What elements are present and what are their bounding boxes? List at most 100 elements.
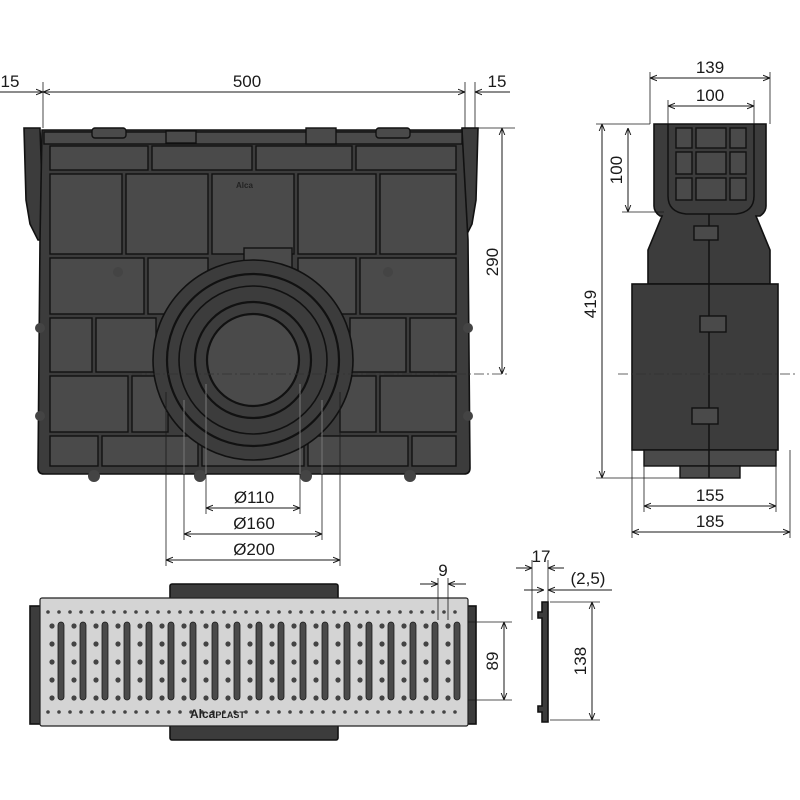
grate-edge-hole <box>178 710 182 714</box>
side-u-channel <box>667 124 755 215</box>
grate-edge-hole <box>123 710 127 714</box>
grate-hole <box>93 659 99 665</box>
grate-hole <box>269 641 275 647</box>
grate-edge-hole <box>365 610 369 614</box>
grate-hole <box>445 695 451 701</box>
dim-bottom-outer-185: 185 <box>696 512 724 531</box>
grate-hole <box>401 677 407 683</box>
brick <box>297 173 377 255</box>
brick <box>151 145 253 171</box>
side-cell <box>695 151 727 175</box>
grate-edge-hole <box>354 610 358 614</box>
dim-bottom-inner-155: 155 <box>696 486 724 505</box>
grate-hole <box>401 641 407 647</box>
grate-slot <box>167 621 175 701</box>
grate-edge-hole <box>398 610 402 614</box>
grate-hole <box>181 695 187 701</box>
grate-edge-hole <box>189 710 193 714</box>
grate-hole <box>269 677 275 683</box>
dim-width-138: 138 <box>571 647 590 675</box>
grate-hole <box>225 641 231 647</box>
grate-hole <box>93 623 99 629</box>
grate-hole <box>313 641 319 647</box>
brick <box>211 173 295 255</box>
grate-hole <box>159 659 165 665</box>
grate-hole <box>137 695 143 701</box>
grate-hole <box>379 659 385 665</box>
grate-edge-hole <box>420 610 424 614</box>
grate-hole <box>357 659 363 665</box>
top-rim <box>43 131 463 145</box>
foot <box>300 470 312 482</box>
grate-hole <box>203 659 209 665</box>
grate-hole <box>225 623 231 629</box>
front-view: 15 500 15 Alca <box>0 72 515 566</box>
grate-edge-hole <box>442 710 446 714</box>
brick <box>101 435 199 467</box>
brick <box>49 317 93 373</box>
dim-slot-gap-9: 9 <box>438 561 447 580</box>
side-cell <box>729 177 747 201</box>
grate-edge-hole <box>354 710 358 714</box>
left-flange <box>23 127 45 241</box>
side-cell <box>729 127 747 149</box>
grate-hole <box>357 641 363 647</box>
grate-edge-hole <box>376 710 380 714</box>
grate-edge-hole <box>376 610 380 614</box>
dim-total-height-419: 419 <box>581 290 600 318</box>
dim-slot-height-89: 89 <box>483 652 502 671</box>
brick <box>95 317 157 373</box>
side-bump <box>35 411 45 421</box>
grate-edge-hole <box>79 710 83 714</box>
grate-hole <box>445 623 451 629</box>
grate-edge-hole <box>321 610 325 614</box>
brick <box>355 145 457 171</box>
dim-sheet-2-5: (2,5) <box>571 569 606 588</box>
grate-edge-hole <box>277 710 281 714</box>
grate-hole <box>203 641 209 647</box>
side-cell <box>729 151 747 175</box>
grate-edge-hole <box>244 610 248 614</box>
grate-edge-hole <box>255 610 259 614</box>
grate-edge-hole <box>288 610 292 614</box>
grate-hole <box>71 659 77 665</box>
grate-hole <box>291 677 297 683</box>
grate-edge-hole <box>299 710 303 714</box>
grate-hole <box>93 695 99 701</box>
grate-edge-hole <box>266 710 270 714</box>
grate-edge-hole <box>310 710 314 714</box>
grate-edge-hole <box>101 610 105 614</box>
grate-edge-hole <box>387 610 391 614</box>
grate-edge-hole <box>90 610 94 614</box>
grate-hole <box>357 695 363 701</box>
grate-edge-hole <box>200 710 204 714</box>
grate-hole <box>379 677 385 683</box>
side-bump <box>463 411 473 421</box>
grate-hole <box>225 677 231 683</box>
grate-edge-hole <box>112 710 116 714</box>
grate-edge-hole <box>332 610 336 614</box>
grate-edge-hole <box>255 710 259 714</box>
grate-hole <box>313 695 319 701</box>
brick <box>379 375 457 433</box>
grate-edge-hole <box>145 710 149 714</box>
grate-hole <box>49 641 55 647</box>
grate-hole <box>401 695 407 701</box>
grate-edge-hole <box>156 610 160 614</box>
grate-edge-hole <box>68 610 72 614</box>
grate-slot <box>57 621 65 701</box>
grate-hole <box>93 677 99 683</box>
grate-edge-hole <box>420 710 424 714</box>
grate-edge-hole <box>178 610 182 614</box>
grate-edge-hole <box>387 710 391 714</box>
grate-hole <box>291 623 297 629</box>
grate-edge-hole <box>343 610 347 614</box>
diameter-dimensions: Ø110 Ø160 Ø200 <box>165 392 341 566</box>
grate-slot <box>123 621 131 701</box>
dim-top-depth-100: 100 <box>607 156 626 184</box>
grate-hole <box>247 695 253 701</box>
grate-edge-hole <box>123 610 127 614</box>
grate-hole <box>181 623 187 629</box>
grate-hole <box>269 695 275 701</box>
grate-hole <box>269 623 275 629</box>
